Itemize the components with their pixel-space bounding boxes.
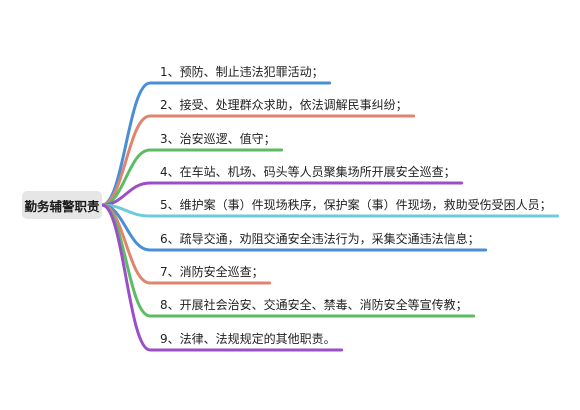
branch-label-6[interactable]: 6、疏导交通，劝阻交通安全违法行为，采集交通违法信息； (160, 232, 480, 246)
branch-connector-2 (100, 114, 416, 207)
branch-connector-9 (100, 203, 344, 352)
branch-label-8[interactable]: 8、开展社会治安、交通安全、禁毒、消防安全等宣传教； (160, 298, 468, 312)
branch-label-5[interactable]: 5、维护案（事）件现场秩序，保护案（事）件现场，救助受伤受困人员； (160, 198, 552, 212)
branch-label-1[interactable]: 1、预防、制止违法犯罪活动； (160, 65, 324, 79)
branch-label-3[interactable]: 3、治安巡逻、值守； (160, 132, 276, 146)
root-node[interactable]: 勤务辅警职责 (22, 191, 102, 219)
branch-label-7[interactable]: 7、消防安全巡查； (160, 265, 264, 279)
branch-label-2[interactable]: 2、接受、处理群众求助，依法调解民事纠纷； (160, 98, 408, 112)
branch-label-9[interactable]: 9、法律、法规规定的其他职责。 (160, 332, 336, 346)
branch-label-4[interactable]: 4、在车站、机场、码头等人员聚集场所开展安全巡查； (160, 165, 456, 179)
